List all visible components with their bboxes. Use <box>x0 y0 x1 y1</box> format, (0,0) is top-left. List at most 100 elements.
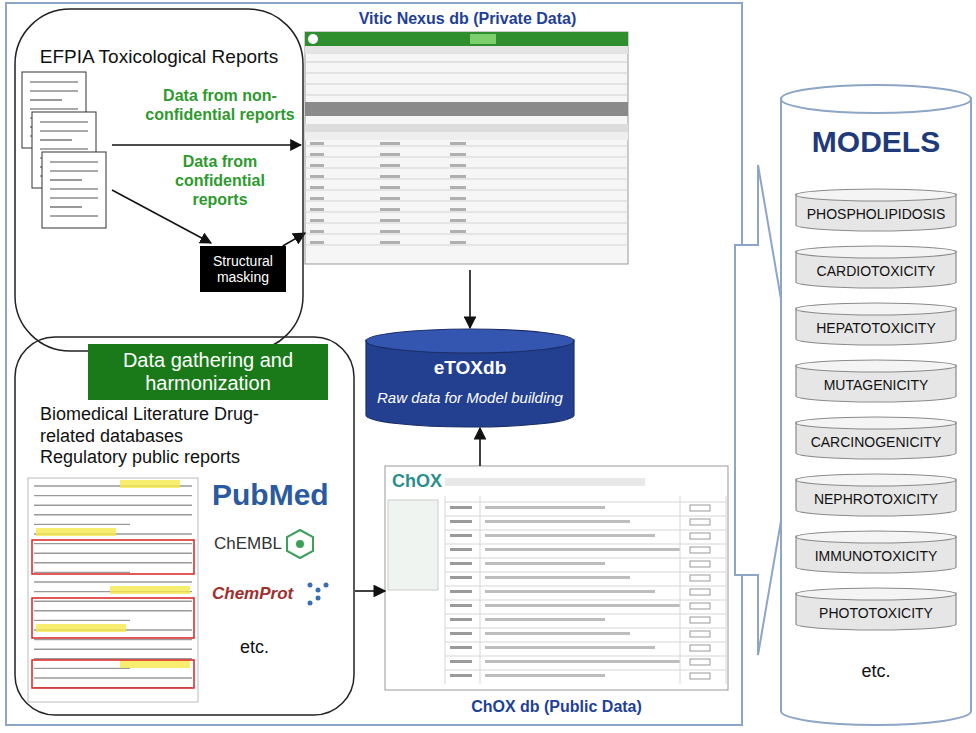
chemprot-logo <box>308 583 329 606</box>
data-arrow-part <box>112 144 301 146</box>
literature-page-part <box>34 649 192 650</box>
arrow-label: Data from confidential reports <box>150 152 290 210</box>
report-documents <box>22 72 106 228</box>
chox-screenshot-part <box>485 604 680 607</box>
vitic-screenshot-part <box>380 142 400 145</box>
literature-page-part <box>34 610 192 611</box>
flow-arrow <box>469 270 471 328</box>
chox-screenshot-part <box>450 646 472 649</box>
source-list: Biomedical Literature Drug-related datab… <box>40 404 272 469</box>
report-documents-part <box>30 81 78 82</box>
chox-screenshot-part <box>690 603 710 609</box>
report-documents-part <box>50 215 98 216</box>
vitic-screenshot-part <box>450 186 466 189</box>
literature-page-part <box>32 540 194 574</box>
chox-screenshot-part <box>445 544 726 545</box>
panel-frame-part <box>6 3 742 725</box>
vitic-screenshot-part <box>310 175 324 178</box>
literature-page-part <box>32 660 194 688</box>
chox-screenshot-part <box>485 646 655 649</box>
chox-screenshot-part <box>450 562 472 565</box>
chox-screenshot-part <box>485 576 630 579</box>
vitic-screenshot-part <box>450 230 466 233</box>
vitic-screenshot-part <box>305 46 628 54</box>
literature-page-part <box>110 586 190 594</box>
report-documents-part <box>50 170 98 171</box>
model-cylinder: NEPHROTOXICITY <box>795 473 957 517</box>
literature-page-part <box>34 601 192 602</box>
literature-page <box>28 478 198 702</box>
box-label: Structural masking <box>204 253 282 285</box>
literature-page-part <box>120 480 180 488</box>
chox-screenshot-part <box>445 642 726 643</box>
chox-screenshot-part <box>485 632 630 635</box>
chox-screenshot-part <box>485 618 605 621</box>
logo-text: PubMed <box>212 478 342 512</box>
chemprot-logo-part <box>316 588 321 593</box>
chox-screenshot-part <box>450 632 472 635</box>
vitic-screenshot-part <box>450 153 466 156</box>
model-cylinder: IMMUNOTOXICITY <box>795 530 957 574</box>
model-name: MUTAGENICITY <box>824 377 929 393</box>
vitic-screenshot-part <box>305 95 628 96</box>
literature-page-part <box>34 668 130 669</box>
cylinder-top <box>796 360 956 372</box>
cylinder-top <box>796 588 956 600</box>
chox-screenshot-part <box>485 590 655 593</box>
chox-screenshot-part <box>450 590 472 593</box>
arrow-label: Data from non-confidential reports <box>140 86 300 124</box>
chox-screenshot-part <box>680 496 681 684</box>
chox-screenshot-part <box>690 505 710 511</box>
report-documents-part <box>40 148 88 149</box>
vitic-screenshot-part <box>450 175 466 178</box>
vitic-screenshot-part <box>310 153 324 156</box>
literature-page-part <box>34 524 130 525</box>
model-name: CARCINOGENICITY <box>811 434 942 450</box>
cylinder-top <box>796 474 956 486</box>
chox-screenshot-part <box>445 614 726 615</box>
model-name: IMMUNOTOXICITY <box>815 548 938 564</box>
region-outline <box>15 337 354 715</box>
chox-screenshot-part <box>385 466 728 690</box>
database-cylinder: eTOXdbRaw data for Model building <box>365 328 575 428</box>
literature-page-part <box>34 514 192 515</box>
model-name: CARDIOTOXICITY <box>817 263 936 279</box>
vitic-screenshot-part <box>380 197 400 200</box>
literature-page-part <box>34 677 192 678</box>
literature-page-part <box>34 495 192 496</box>
database-screenshot: Vitic Nexus db (Private Data) <box>305 8 630 270</box>
report-documents-part <box>40 130 88 131</box>
chox-screenshot-part <box>445 558 726 559</box>
source-region: Biomedical Literature Drug-related datab… <box>14 336 355 716</box>
literature-page-part <box>34 572 130 573</box>
model-cylinder: PHOSPHOLIPIDOSIS <box>795 188 957 232</box>
chemprot-logo-part <box>308 601 313 606</box>
report-documents-part <box>30 108 78 109</box>
chox-screenshot-part <box>690 617 710 623</box>
chox-screenshot-part <box>450 548 472 551</box>
logo-text: ChemProt <box>212 584 304 604</box>
vitic-screenshot-part <box>305 245 628 246</box>
chox-screenshot-part <box>485 562 605 565</box>
models-cylinder: MODELSPHOSPHOLIPIDOSISCARDIOTOXICITYHEPA… <box>780 84 972 726</box>
literature-page-part <box>34 543 192 544</box>
vitic-screenshot-part <box>305 157 628 158</box>
vitic-screenshot-part <box>450 208 466 211</box>
literature-page-part <box>34 639 192 640</box>
literature-page-part <box>28 478 198 702</box>
chox-screenshot-part <box>445 516 726 517</box>
vitic-screenshot-part <box>310 241 324 244</box>
cylinder-top <box>796 246 956 258</box>
vitic-screenshot-part <box>380 164 400 167</box>
chox-screenshot-part <box>485 534 655 537</box>
vitic-screenshot-part <box>470 34 496 44</box>
chox-screenshot-part <box>690 561 710 567</box>
cylinder-top <box>796 531 956 543</box>
chox-screenshot-part <box>450 506 472 509</box>
model-name: NEPHROTOXICITY <box>814 491 938 507</box>
chox-screenshot-part <box>450 576 472 579</box>
process-box: Structural masking <box>200 246 286 292</box>
region-title: EFPIA Toxicological Reports <box>24 46 294 68</box>
vitic-screenshot-part <box>380 153 400 156</box>
chox-screenshot-part <box>445 600 726 601</box>
